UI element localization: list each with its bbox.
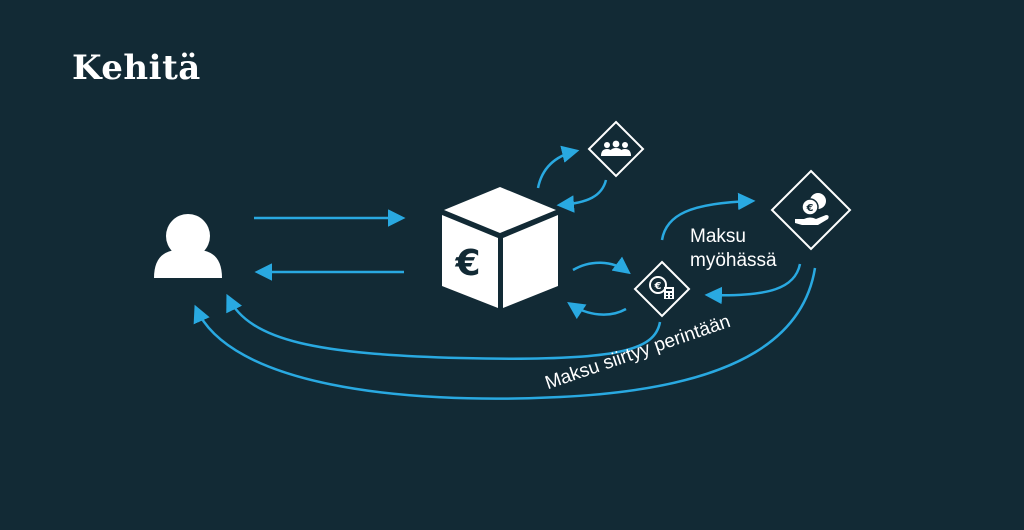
svg-text:€: €: [806, 203, 814, 214]
svg-text:€: €: [654, 281, 662, 292]
arrow-hand-to-calc: [704, 263, 802, 305]
arrow-box-to-calc: [572, 256, 631, 275]
svg-text:€: €: [454, 243, 480, 284]
hand-coins-icon: €: [770, 169, 852, 251]
late-payment-line-1: Maksu: [690, 226, 746, 247]
late-payment-label: Maksu myöhässä: [690, 225, 777, 273]
arrow-box-to-group: [536, 145, 580, 189]
late-payment-line-2: myöhässä: [690, 250, 777, 271]
euro-calculator-icon: €: [633, 260, 691, 318]
arrow-calc-to-user: [226, 293, 662, 360]
arrow-collection-to-user: [193, 267, 817, 400]
arrow-to-hand: [660, 192, 756, 241]
page-title: Kehitä: [72, 48, 201, 88]
arrow-group-to-box: [556, 179, 608, 213]
arrow-calc-to-box: [567, 302, 627, 320]
euro-box-icon: €: [442, 187, 558, 308]
user-icon: [154, 214, 222, 278]
group-icon: [587, 120, 645, 178]
